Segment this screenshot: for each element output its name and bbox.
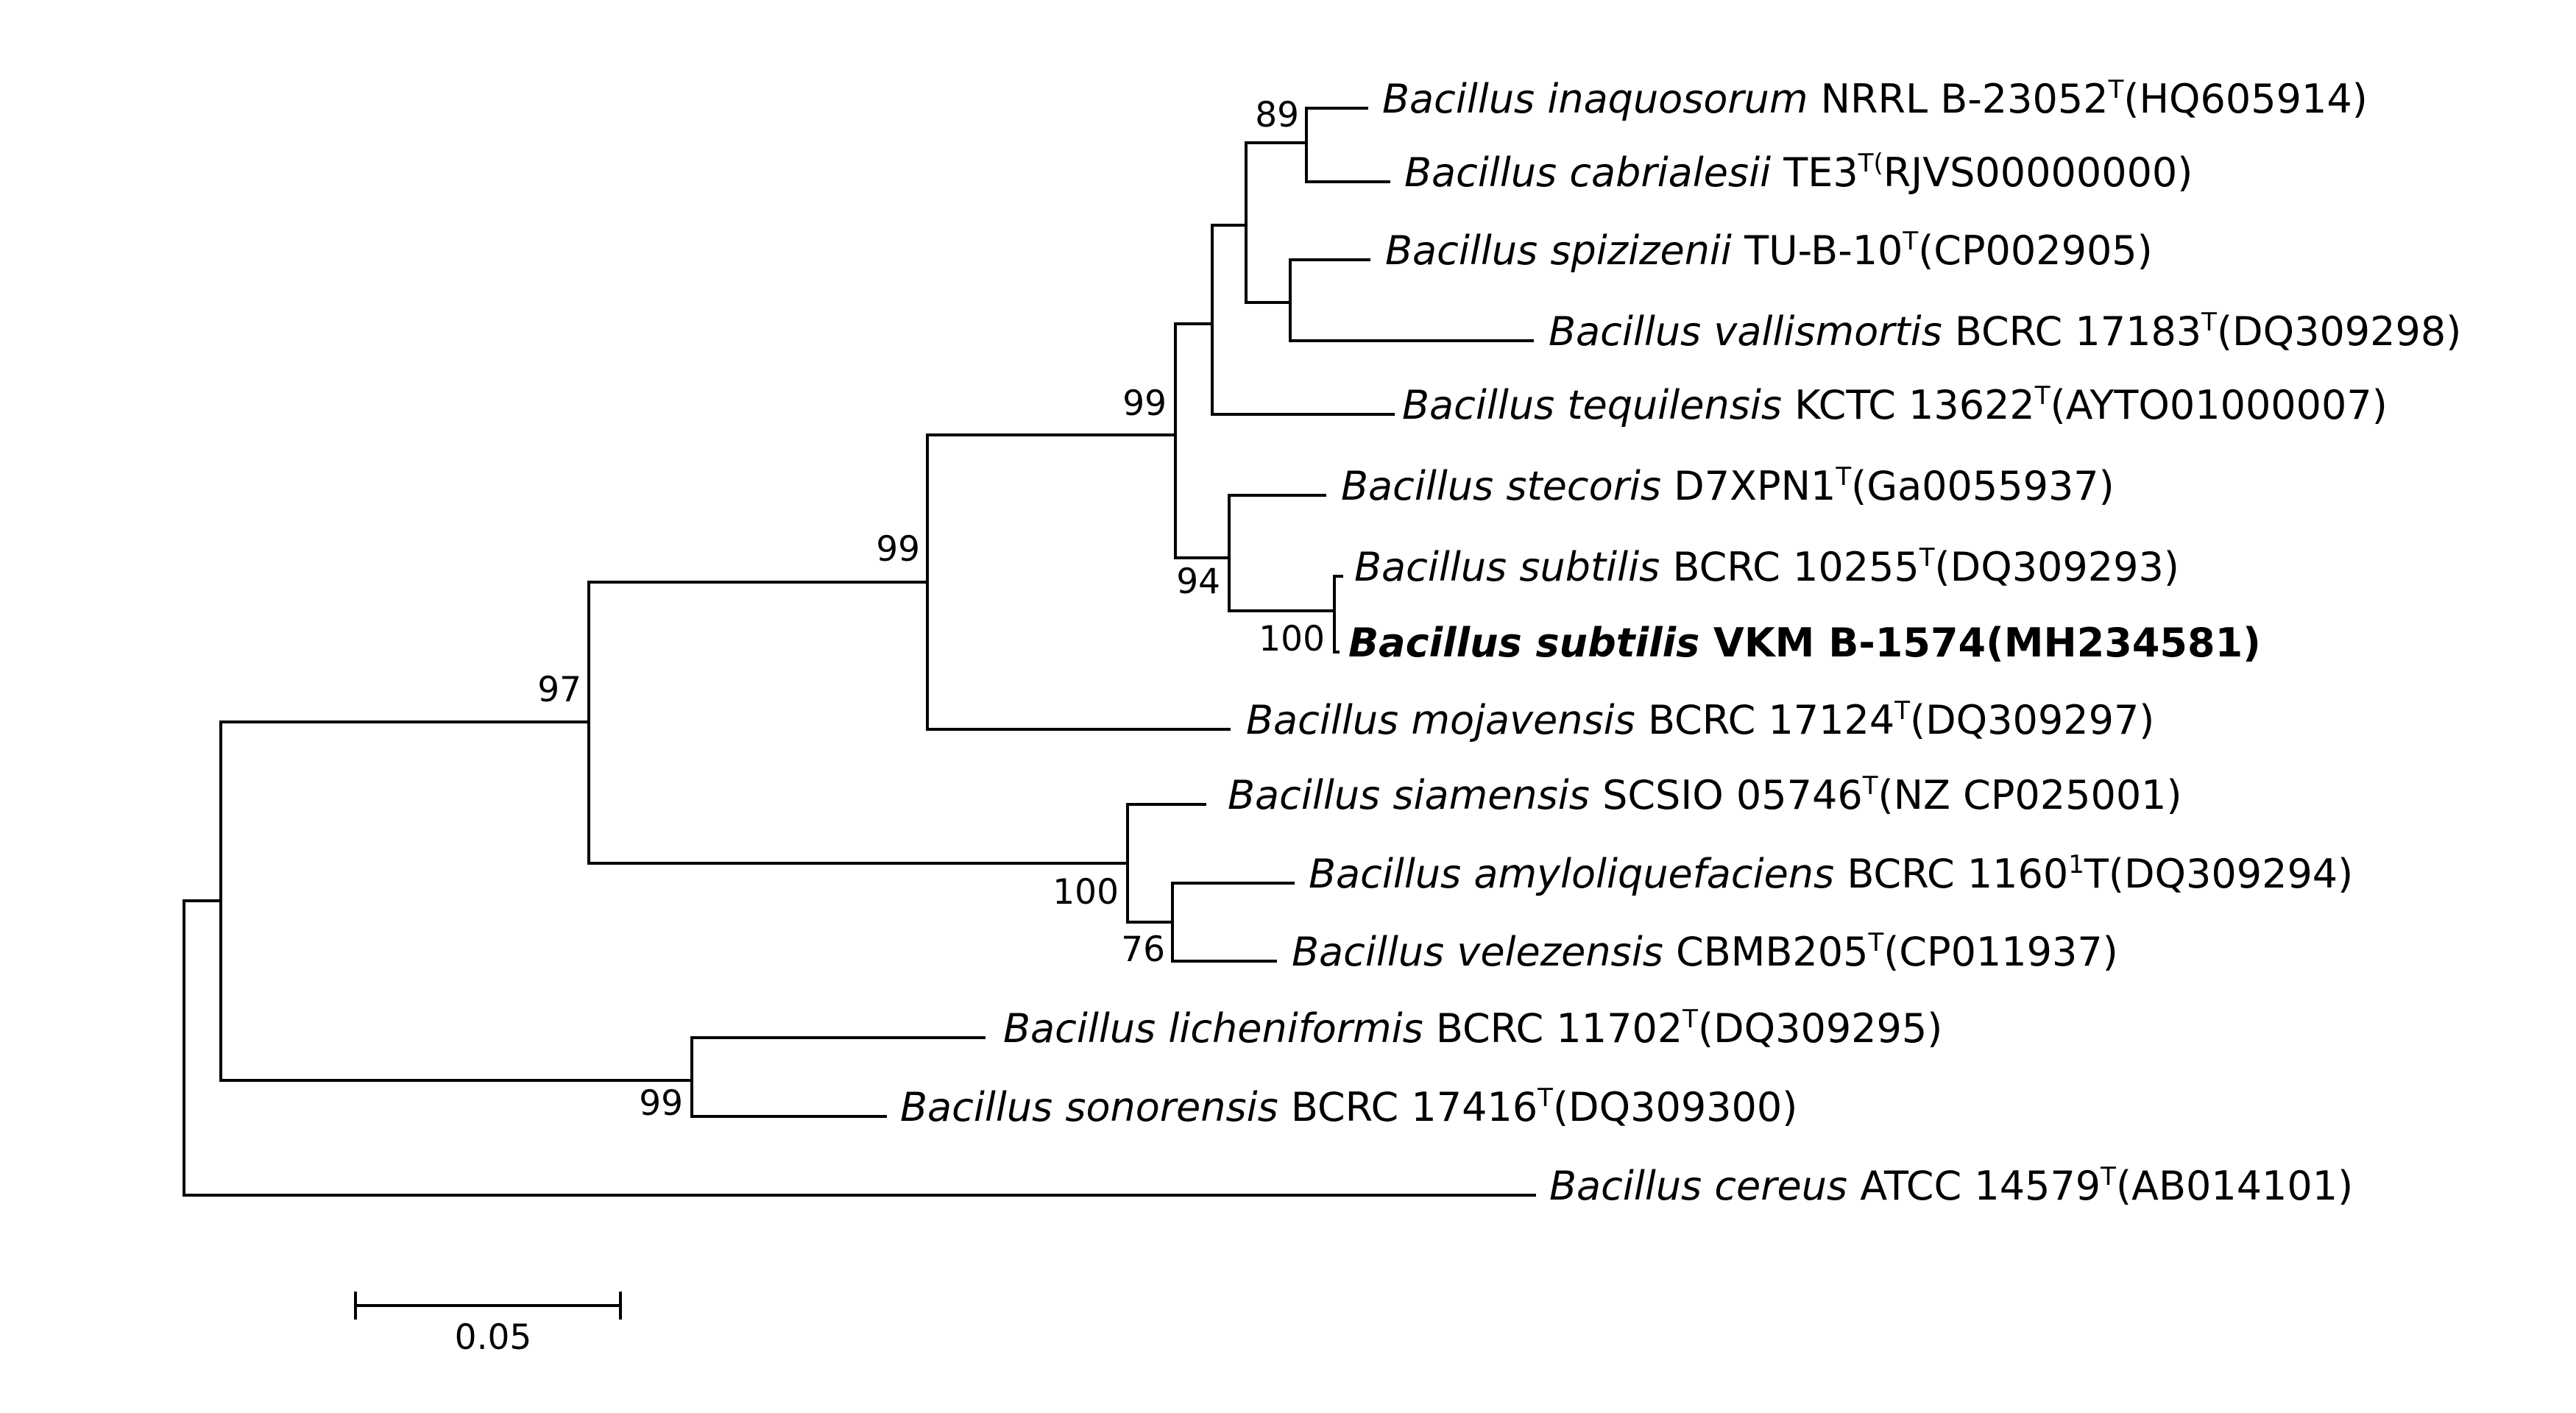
- superscript: T: [1867, 928, 1883, 957]
- superscript: T(: [1858, 149, 1883, 178]
- species-name: Bacillus stecoris: [1341, 463, 1661, 509]
- species-name: Bacillus mojavensis: [1246, 697, 1635, 743]
- accession: (HQ605914): [2123, 76, 2367, 122]
- superscript: T: [1862, 771, 1878, 801]
- leaf-label-cabrialesii: Bacillus cabrialesii TE3T(RJVS00000000): [1404, 149, 2193, 196]
- accession: (DQ309298): [2217, 308, 2461, 355]
- accession: (NZ CP025001): [1878, 772, 2182, 818]
- leaf-label-stecoris: Bacillus stecoris D7XPN1T(Ga0055937): [1341, 462, 2115, 509]
- strain-id: D7XPN1: [1661, 463, 1836, 509]
- leaf-label-vallismortis: Bacillus vallismortis BCRC 17183T(DQ3092…: [1549, 308, 2461, 355]
- superscript: T: [1902, 227, 1918, 256]
- strain-id: ATCC 14579: [1847, 1163, 2101, 1209]
- bootstrap-subtilis-group: 99: [876, 529, 920, 570]
- bootstrap-main-97: 97: [537, 670, 581, 710]
- bootstrap-amylo-velez: 76: [1121, 929, 1165, 970]
- leaf-label-mojavensis: Bacillus mojavensis BCRC 17124T(DQ309297…: [1246, 696, 2154, 743]
- accession: (Ga0055937): [1851, 463, 2115, 509]
- superscript: T: [1537, 1083, 1553, 1113]
- leaf-label-amyloliquefaciens: Bacillus amyloliquefaciens BCRC 11601T(D…: [1309, 850, 2353, 897]
- strain-id: VKM B-1574(MH234581): [1699, 620, 2261, 666]
- bootstrap-siamensis-group: 100: [1052, 872, 1119, 913]
- superscript: 1: [2068, 850, 2084, 879]
- leaf-label-velezensis: Bacillus velezensis CBMB205T(CP011937): [1292, 928, 2118, 975]
- bootstrap-lich-sonor: 99: [639, 1083, 683, 1124]
- scale-bar-label: 0.05: [455, 1317, 532, 1358]
- strain-id: TE3: [1771, 149, 1858, 196]
- superscript: T: [1835, 462, 1851, 492]
- species-name: Bacillus licheniformis: [1003, 1005, 1423, 1052]
- strain-id: BCRC 10255: [1660, 544, 1919, 590]
- leaf-label-inaquosorum: Bacillus inaquosorum NRRL B-23052T(HQ605…: [1382, 75, 2368, 122]
- bootstrap-subtilis-pair: 100: [1259, 619, 1325, 659]
- leaf-label-tequilensis: Bacillus tequilensis KCTC 13622T(AYTO010…: [1402, 381, 2388, 428]
- superscript: T: [1919, 543, 1935, 573]
- bootstrap-inaq-cabr: 89: [1255, 95, 1299, 135]
- bootstrap-values: 89 99 99 97 94 100 100 76 99: [537, 95, 1325, 1124]
- species-name: Bacillus subtilis: [1354, 544, 1660, 590]
- strain-id: BCRC 17183: [1942, 308, 2201, 355]
- leaf-label-licheniformis: Bacillus licheniformis BCRC 11702T(DQ309…: [1003, 1005, 1942, 1052]
- accession: (CP002905): [1918, 227, 2153, 274]
- leaf-label-spizizenii: Bacillus spizizenii TU-B-10T(CP002905): [1385, 227, 2153, 274]
- accession: (AYTO01000007): [2050, 382, 2388, 428]
- strain-id: NRRL B-23052: [1808, 76, 2108, 122]
- species-name: Bacillus siamensis: [1228, 772, 1590, 818]
- accession: (DQ309293): [1935, 544, 2179, 590]
- bootstrap-stecoris-subtilis: 94: [1176, 562, 1220, 602]
- species-name: Bacillus vallismortis: [1549, 308, 1942, 355]
- species-name: Bacillus sonorensis: [900, 1084, 1278, 1130]
- leaf-label-siamensis: Bacillus siamensis SCSIO 05746T(NZ CP025…: [1228, 771, 2182, 818]
- species-name: Bacillus spizizenii: [1385, 227, 1732, 274]
- bootstrap-subtilis-core: 99: [1122, 383, 1167, 424]
- leaf-label-subtilis-vkm: Bacillus subtilis VKM B-1574(MH234581): [1348, 620, 2261, 666]
- superscript: T: [2034, 381, 2050, 411]
- strain-id: BCRC 17416: [1278, 1084, 1538, 1130]
- strain-id: BCRC 17124: [1635, 697, 1894, 743]
- species-name: Bacillus tequilensis: [1402, 382, 1782, 428]
- strain-id: TU-B-10: [1732, 227, 1903, 274]
- species-name: Bacillus subtilis: [1348, 620, 1699, 666]
- superscript: T: [2108, 75, 2124, 105]
- strain-id: SCSIO 05746: [1590, 772, 1863, 818]
- accession: (DQ309300): [1553, 1084, 1797, 1130]
- branches: [183, 107, 1536, 1197]
- accession: (DQ309295): [1698, 1005, 1942, 1052]
- superscript: T: [2201, 308, 2217, 337]
- accession: RJVS00000000): [1883, 149, 2193, 196]
- accession: (CP011937): [1883, 929, 2118, 975]
- species-name: Bacillus cabrialesii: [1404, 149, 1771, 196]
- leaf-labels: Bacillus inaquosorum NRRL B-23052T(HQ605…: [900, 75, 2461, 1209]
- superscript: T: [1682, 1005, 1698, 1034]
- species-name: Bacillus amyloliquefaciens: [1309, 851, 1834, 897]
- superscript: T: [1894, 696, 1910, 726]
- strain-id: BCRC 1160: [1834, 851, 2068, 897]
- strain-id: BCRC 11702: [1423, 1005, 1682, 1052]
- scale-bar: 0.05: [354, 1292, 622, 1358]
- species-name: Bacillus velezensis: [1292, 929, 1663, 975]
- accession: (AB014101): [2116, 1163, 2353, 1209]
- superscript: T: [2100, 1162, 2116, 1191]
- leaf-label-sonorensis: Bacillus sonorensis BCRC 17416T(DQ309300…: [900, 1083, 1797, 1130]
- leaf-label-cereus: Bacillus cereus ATCC 14579T(AB014101): [1549, 1162, 2353, 1209]
- strain-id: CBMB205: [1663, 929, 1869, 975]
- species-name: Bacillus inaquosorum: [1382, 76, 1808, 122]
- accession: (DQ309297): [1910, 697, 2154, 743]
- leaf-label-subtilis-bcrc: Bacillus subtilis BCRC 10255T(DQ309293): [1354, 543, 2179, 590]
- accession: T(DQ309294): [2084, 851, 2353, 897]
- strain-id: KCTC 13622: [1782, 382, 2035, 428]
- species-name: Bacillus cereus: [1549, 1163, 1847, 1209]
